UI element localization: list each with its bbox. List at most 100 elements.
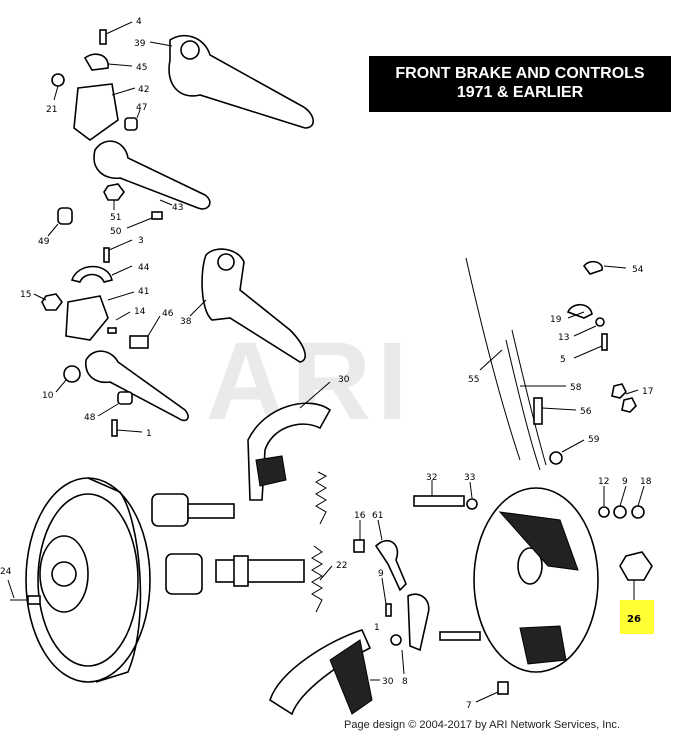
callout-42[interactable]: 42 (138, 85, 149, 95)
callout-4[interactable]: 4 (136, 17, 142, 27)
callout-8[interactable]: 8 (402, 677, 408, 687)
clip-part-54 (582, 260, 603, 275)
callout-12[interactable]: 12 (598, 477, 609, 487)
highlight-part-26[interactable] (620, 600, 654, 634)
callout-48[interactable]: 48 (84, 413, 96, 423)
part-7 (497, 681, 509, 695)
callout-33[interactable]: 33 (464, 473, 475, 483)
callout-44[interactable]: 44 (138, 263, 150, 273)
nut-part-21 (51, 73, 65, 87)
lower-lever-assembly (33, 239, 306, 437)
screw-part-3 (103, 247, 110, 263)
front-brake-lever-part-38 (201, 248, 306, 363)
washer-part-13 (595, 317, 605, 327)
callout-22[interactable]: 22 (336, 561, 347, 571)
axle-parts (151, 493, 305, 595)
callout-labels: 4 39 45 21 42 47 43 51 50 49 3 44 15 41 … (0, 17, 653, 711)
callout-39[interactable]: 39 (134, 39, 146, 49)
pin-part-47 (124, 117, 138, 131)
callout-26[interactable]: 26 (627, 614, 641, 625)
springs-part-22 (311, 471, 333, 613)
callout-3[interactable]: 3 (138, 236, 144, 246)
lever-part-61 (374, 540, 407, 592)
cam-lever-part-9 (407, 593, 430, 652)
nut-part-15 (41, 293, 63, 311)
callout-38[interactable]: 38 (180, 317, 192, 327)
callout-30-lower[interactable]: 30 (382, 677, 394, 687)
callout-9-right[interactable]: 9 (622, 477, 628, 487)
part-48 (117, 391, 133, 405)
callout-18[interactable]: 18 (640, 477, 652, 487)
bolt-part-32 (413, 495, 465, 507)
callout-59[interactable]: 59 (588, 435, 600, 445)
callout-13[interactable]: 13 (558, 333, 569, 343)
callout-54[interactable]: 54 (632, 265, 644, 275)
callout-14[interactable]: 14 (134, 307, 146, 317)
callout-19[interactable]: 19 (550, 315, 562, 325)
nut-part-18 (631, 505, 645, 519)
pin-part-1 (111, 419, 118, 437)
lever-part-10-assembly (85, 350, 189, 422)
title-line-2: 1971 & EARLIER (456, 84, 584, 101)
part-16 (353, 539, 365, 553)
callout-5[interactable]: 5 (560, 355, 566, 365)
ring-part-10 (63, 365, 81, 383)
callout-17[interactable]: 17 (642, 387, 653, 397)
nut-part-26 (619, 551, 653, 581)
bolt-part-46 (129, 335, 149, 349)
clip-part-45 (83, 53, 109, 71)
washer-part-9 (613, 505, 627, 519)
callout-47[interactable]: 47 (136, 103, 147, 113)
callout-16[interactable]: 16 (354, 511, 366, 521)
adjuster-part-56 (533, 397, 543, 425)
callout-21[interactable]: 21 (46, 105, 57, 115)
clip-part-19 (566, 303, 593, 319)
brake-shoe-lower-part-30 (269, 629, 380, 716)
callout-49[interactable]: 49 (38, 237, 50, 247)
callout-30-upper[interactable]: 30 (338, 375, 350, 385)
right-small-parts (566, 260, 653, 600)
screw-part-5 (601, 333, 608, 351)
callout-10[interactable]: 10 (42, 391, 54, 401)
clamp-part-44 (70, 265, 113, 283)
bracket-part-42 (73, 83, 119, 141)
brake-shoe-upper-part-30 (247, 381, 332, 501)
clutch-lever-part-39 (168, 34, 314, 129)
brake-lever-part-43 (93, 140, 211, 210)
callout-61[interactable]: 61 (372, 511, 383, 521)
part-50 (151, 211, 163, 220)
callout-51[interactable]: 51 (110, 213, 121, 223)
callout-56[interactable]: 56 (580, 407, 592, 417)
part-14 (107, 327, 117, 334)
callout-7[interactable]: 7 (466, 701, 472, 711)
nut-part-59 (549, 451, 563, 465)
callout-45[interactable]: 45 (136, 63, 147, 73)
nut-part-51 (103, 183, 125, 201)
callout-1[interactable]: 1 (146, 429, 152, 439)
callout-55[interactable]: 55 (468, 375, 479, 385)
backing-plate (473, 487, 599, 673)
part-49 (57, 207, 73, 225)
bracket-part-41 (65, 295, 109, 341)
callout-1-center[interactable]: 1 (374, 623, 380, 633)
callout-58[interactable]: 58 (570, 383, 582, 393)
copyright-text: Page design © 2004-2017 by ARI Network S… (344, 719, 620, 731)
callout-9-center[interactable]: 9 (378, 569, 384, 579)
cables (465, 257, 585, 471)
callout-41[interactable]: 41 (138, 287, 149, 297)
cable-part-55 (465, 257, 521, 461)
title-line-1: FRONT BRAKE AND CONTROLS (395, 65, 645, 82)
callout-32[interactable]: 32 (426, 473, 437, 483)
center-small-parts (353, 480, 509, 703)
washer-part-12 (598, 506, 610, 518)
stud-part-24 (27, 595, 41, 605)
callout-43[interactable]: 43 (172, 203, 183, 213)
callout-50[interactable]: 50 (110, 227, 122, 237)
brake-drum (7, 477, 151, 683)
callout-24[interactable]: 24 (0, 567, 12, 577)
diagram-title: FRONT BRAKE AND CONTROLS 1971 & EARLIER (369, 56, 671, 112)
callout-46[interactable]: 46 (162, 309, 174, 319)
callout-15[interactable]: 15 (20, 290, 31, 300)
